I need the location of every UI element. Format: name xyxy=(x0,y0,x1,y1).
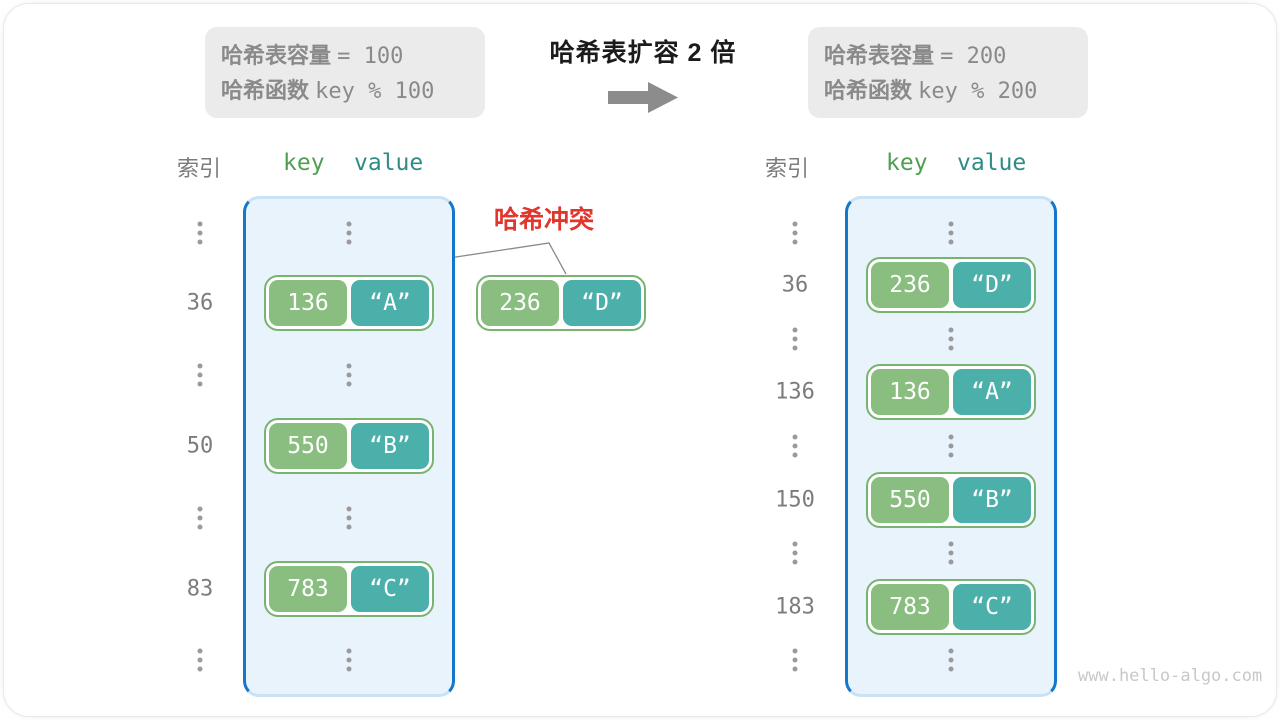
ellipsis-icon xyxy=(197,506,203,530)
canvas-card xyxy=(3,3,1277,717)
index-label: 36 xyxy=(781,272,809,298)
ellipsis-icon xyxy=(948,434,954,458)
kv-pair-783-C: 783 “C” xyxy=(264,561,434,617)
kv-pair-236-D: 236 “D” xyxy=(866,257,1036,313)
ellipsis-icon xyxy=(948,648,954,672)
value-cell: “B” xyxy=(351,423,429,469)
ellipsis-icon xyxy=(346,363,352,387)
value-cell: “D” xyxy=(563,280,641,326)
kv-pair-783-C: 783 “C” xyxy=(866,579,1036,635)
capacity-value: = 200 xyxy=(940,44,1007,69)
ellipsis-icon xyxy=(346,506,352,530)
ellipsis-icon xyxy=(197,648,203,672)
key-cell: 136 xyxy=(871,369,949,415)
key-cell: 236 xyxy=(481,280,559,326)
right-index-header: 索引 xyxy=(765,156,810,181)
capacity-line: 哈希表容量 = 200 xyxy=(824,39,1088,74)
capacity-line: 哈希表容量 = 100 xyxy=(221,39,485,74)
key-cell: 550 xyxy=(269,423,347,469)
hash-info-box-before: 哈希表容量 = 100 哈希函数 key % 100 xyxy=(205,27,485,118)
resize-title: 哈希表扩容 2 倍 xyxy=(549,39,737,67)
kv-pair-550-B: 550 “B” xyxy=(866,472,1036,528)
hash-func-label: 哈希函数 xyxy=(824,78,913,103)
ellipsis-icon xyxy=(792,434,798,458)
index-label: 50 xyxy=(186,433,214,459)
ellipsis-icon xyxy=(346,221,352,245)
hash-func-line: 哈希函数 key % 100 xyxy=(221,74,485,109)
ellipsis-icon xyxy=(948,541,954,565)
kv-pair-136-A: 136 “A” xyxy=(866,364,1036,420)
capacity-label: 哈希表容量 xyxy=(221,43,332,68)
hash-info-box-after: 哈希表容量 = 200 哈希函数 key % 200 xyxy=(808,27,1088,118)
value-cell: “A” xyxy=(351,280,429,326)
hash-func-label: 哈希函数 xyxy=(221,78,310,103)
ellipsis-icon xyxy=(948,327,954,351)
right-key-header: key xyxy=(886,150,928,176)
ellipsis-icon xyxy=(792,327,798,351)
hash-func-line: 哈希函数 key % 200 xyxy=(824,74,1088,109)
kv-pair-236-D-colliding: 236 “D” xyxy=(476,275,646,331)
ellipsis-icon xyxy=(792,648,798,672)
capacity-label: 哈希表容量 xyxy=(824,43,935,68)
key-cell: 783 xyxy=(871,584,949,630)
key-cell: 236 xyxy=(871,262,949,308)
right-value-header: value xyxy=(957,150,1027,176)
hash-func-value: key % 100 xyxy=(315,79,435,104)
index-label: 183 xyxy=(775,594,815,620)
ellipsis-icon xyxy=(792,221,798,245)
index-label: 83 xyxy=(186,576,214,602)
ellipsis-icon xyxy=(948,221,954,245)
value-cell: “D” xyxy=(953,262,1031,308)
value-cell: “A” xyxy=(953,369,1031,415)
capacity-value: = 100 xyxy=(337,44,404,69)
kv-pair-136-A: 136 “A” xyxy=(264,275,434,331)
hash-func-value: key % 200 xyxy=(918,79,1038,104)
key-cell: 550 xyxy=(871,477,949,523)
index-label: 136 xyxy=(775,379,815,405)
key-cell: 783 xyxy=(269,566,347,612)
right-arrow-icon xyxy=(608,82,678,113)
kv-pair-550-B: 550 “B” xyxy=(264,418,434,474)
key-cell: 136 xyxy=(269,280,347,326)
left-value-header: value xyxy=(354,150,424,176)
index-label: 36 xyxy=(186,290,214,316)
collision-label: 哈希冲突 xyxy=(494,206,595,234)
ellipsis-icon xyxy=(346,648,352,672)
index-label: 150 xyxy=(775,487,815,513)
value-cell: “C” xyxy=(351,566,429,612)
ellipsis-icon xyxy=(197,221,203,245)
watermark: www.hello-algo.com xyxy=(1078,666,1263,686)
value-cell: “C” xyxy=(953,584,1031,630)
ellipsis-icon xyxy=(792,541,798,565)
left-index-header: 索引 xyxy=(177,156,222,181)
value-cell: “B” xyxy=(953,477,1031,523)
ellipsis-icon xyxy=(197,363,203,387)
left-key-header: key xyxy=(283,150,325,176)
